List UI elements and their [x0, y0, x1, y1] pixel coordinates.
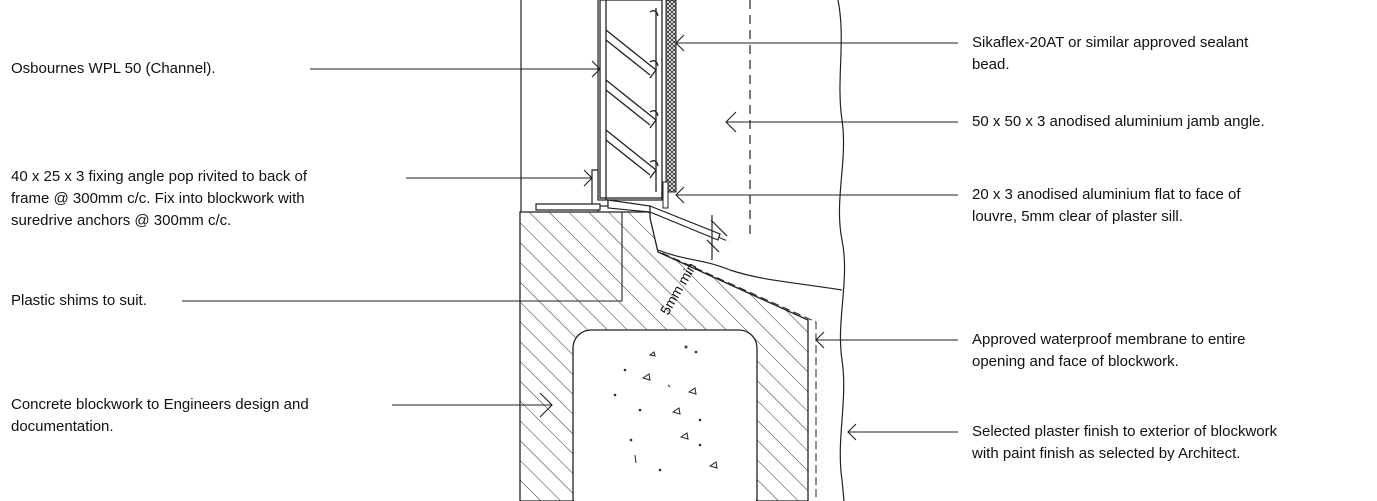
note-line: Plastic shims to suit. — [11, 292, 147, 309]
note-line: 50 x 50 x 3 anodised aluminium jamb angl… — [972, 113, 1265, 130]
note-line: Osbournes WPL 50 (Channel). — [11, 60, 216, 77]
note-line: bead. — [972, 56, 1010, 73]
leader-lines — [182, 34, 958, 441]
note-line: 20 x 3 anodised aluminium flat to face o… — [972, 186, 1241, 203]
louvre-frame — [599, 0, 663, 201]
note-sealant: Sikaflex-20AT or similar approved sealan… — [972, 32, 1248, 76]
sealant-strip — [665, 0, 677, 193]
note-line: Sikaflex-20AT or similar approved sealan… — [972, 34, 1249, 51]
note-plaster: Selected plaster finish to exterior of b… — [972, 421, 1277, 465]
note-jamb-angle: 50 x 50 x 3 anodised aluminium jamb angl… — [972, 111, 1265, 133]
note-line: Concrete blockwork to Engineers design a… — [11, 396, 309, 413]
note-blockwork: Concrete blockwork to Engineers design a… — [11, 394, 309, 438]
dimension-ticks — [706, 215, 728, 260]
note-flat: 20 x 3 anodised aluminium flat to face o… — [972, 184, 1241, 228]
note-line: documentation. — [11, 418, 114, 435]
note-line: 40 x 25 x 3 fixing angle pop rivited to … — [11, 168, 308, 185]
concrete-blockwork — [519, 211, 809, 501]
note-line: suredrive anchors @ 300mm c/c. — [11, 212, 232, 229]
note-line: with paint finish as selected by Archite… — [972, 445, 1241, 462]
sill-flat — [649, 205, 721, 241]
aluminium-flat — [662, 181, 669, 209]
plaster-finish — [657, 249, 843, 291]
plaster-break-line — [837, 0, 846, 501]
fixing-angle — [535, 169, 651, 213]
concrete-fill-speckle — [613, 345, 718, 472]
note-membrane: Approved waterproof membrane to entire o… — [972, 329, 1245, 373]
note-line: Approved waterproof membrane to entire — [972, 331, 1246, 348]
note-fixing-angle: 40 x 25 x 3 fixing angle pop rivited to … — [11, 166, 307, 232]
note-channel: Osbournes WPL 50 (Channel). — [11, 58, 216, 80]
note-line: Selected plaster finish to exterior of b… — [972, 423, 1278, 440]
note-line: opening and face of blockwork. — [972, 353, 1179, 370]
note-line: frame @ 300mm c/c. Fix into blockwork wi… — [11, 190, 305, 207]
note-shims: Plastic shims to suit. — [11, 290, 147, 312]
note-line: louvre, 5mm clear of plaster sill. — [972, 208, 1183, 225]
